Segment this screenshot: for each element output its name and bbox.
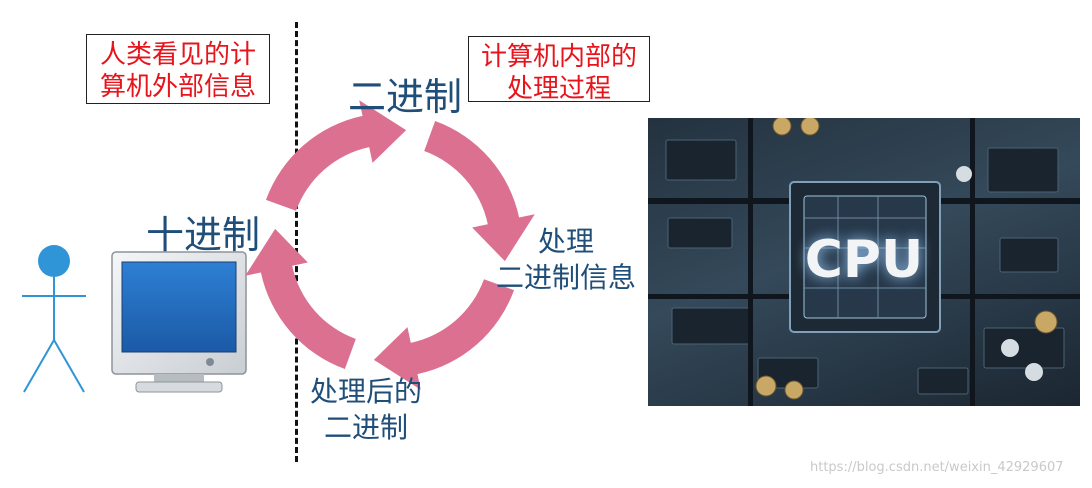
cycle-arrows xyxy=(245,100,535,390)
processed-binary-line-1: 处理后的 xyxy=(309,375,422,408)
process-binary-label: 处理 二进制信息 xyxy=(486,224,646,296)
inside-process-line-2: 处理过程 xyxy=(506,74,611,104)
outside-info-line-2: 算机外部信息 xyxy=(99,72,256,102)
cpu-label: CPU xyxy=(804,230,924,290)
person-icon xyxy=(22,245,86,393)
inside-process-line-1: 计算机内部的 xyxy=(480,42,637,72)
processed-binary-line-2: 二进制 xyxy=(323,411,408,444)
process-binary-line-2: 二进制信息 xyxy=(495,261,636,294)
outside-info-line-1: 人类看见的计 xyxy=(99,40,256,70)
arrow-right xyxy=(424,120,535,262)
circuit-board-icon xyxy=(648,118,1080,406)
arrow-bottom xyxy=(373,279,515,390)
arrow-left xyxy=(245,228,356,370)
watermark: https://blog.csdn.net/weixin_42929607 xyxy=(810,460,1064,475)
arrow-top xyxy=(265,100,407,211)
decimal-label: 十进制 xyxy=(146,213,261,257)
monitor-icon xyxy=(111,251,247,393)
binary-label-top: 二进制 xyxy=(348,75,463,119)
divider-line xyxy=(295,22,298,462)
inside-process-box: 计算机内部的 处理过程 xyxy=(468,36,650,104)
processed-binary-label: 处理后的 二进制 xyxy=(298,374,434,446)
outside-info-box: 人类看见的计 算机外部信息 xyxy=(86,34,270,104)
process-binary-line-1: 处理 xyxy=(537,225,594,258)
cpu-image: CPU xyxy=(648,118,1080,406)
